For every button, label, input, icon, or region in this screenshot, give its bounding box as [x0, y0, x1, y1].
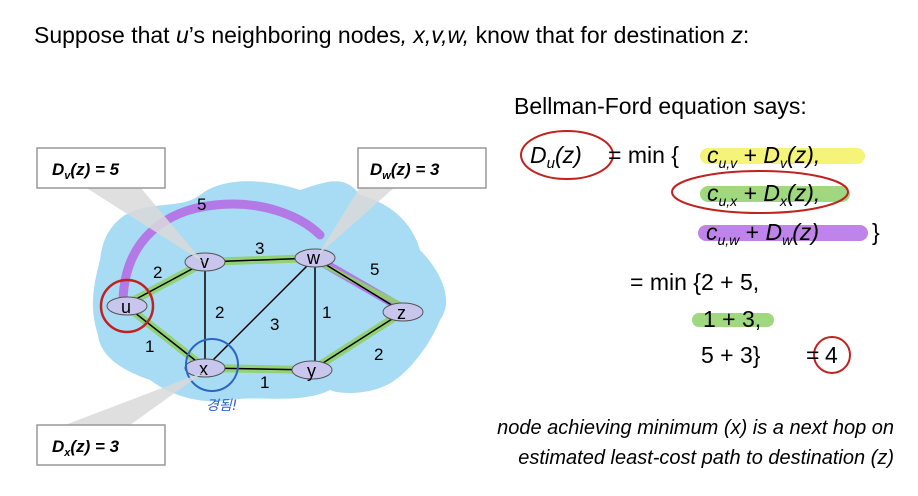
term2-highlight [700, 186, 850, 202]
bf-term3: cu,w + Dw(z) [706, 219, 819, 248]
x-blue-circle [185, 338, 239, 392]
edge-label-uw-arc: 5 [197, 195, 206, 214]
edge-wx [204, 257, 316, 369]
node-w: w [294, 248, 336, 268]
dw-callout-text: Dw(z) = 3 [370, 160, 440, 182]
result-red-circle [813, 336, 851, 374]
bf-title: Bellman-Ford equation says: [514, 93, 807, 119]
dw-callout-wedge [318, 187, 395, 255]
dw-callout-box [357, 147, 487, 189]
dv-callout-box [36, 147, 166, 189]
note-line2: estimated least-cost path to destination… [518, 447, 894, 469]
uv-arc-highlight [118, 199, 325, 305]
bf-lhs: Du(z) [530, 142, 582, 172]
line2-highlight [692, 313, 774, 327]
node-x: x [184, 358, 226, 379]
term3-highlight [698, 225, 868, 241]
svg-text:z: z [397, 303, 406, 323]
bf-term1: cu,v + Dv(z), [707, 142, 820, 171]
svg-text:v: v [200, 252, 209, 272]
dx-callout-wedge [65, 372, 204, 425]
lhs-red-circle [520, 130, 614, 180]
heading: Suppose that u’s neighboring nodes, x,v,… [34, 22, 750, 48]
dv-callout-text: Dv(z) = 5 [52, 160, 120, 182]
term1-highlight [700, 148, 865, 164]
svg-text:w: w [306, 248, 321, 268]
svg-text:x: x [199, 359, 208, 379]
edge-ux [124, 304, 206, 369]
u-red-circle [99, 278, 155, 334]
edge-label-wx: 3 [270, 315, 279, 334]
edge-label-xy: 1 [260, 373, 269, 392]
bf-result: 4 [825, 342, 838, 368]
edge-label-ux: 1 [145, 337, 154, 356]
svg-text:y: y [307, 361, 316, 381]
edge-label-wz: 5 [370, 260, 379, 279]
edge-wz [314, 257, 404, 313]
handwritten-annotation: 경됨! [206, 398, 237, 414]
node-v: v [184, 252, 226, 272]
bf-term2: cu,x + Dx(z), [707, 180, 820, 209]
dx-callout-text: Dx(z) = 3 [52, 437, 120, 459]
term2-red-circle [671, 170, 849, 214]
edge-label-vw: 3 [255, 239, 264, 258]
node-y: y [291, 360, 333, 381]
svg-text:u: u [121, 297, 131, 317]
edge-label-yz: 2 [374, 345, 383, 364]
bf-eq-min: = min { [608, 142, 679, 168]
bf-eq: = [806, 342, 819, 368]
node-u: u [106, 296, 148, 317]
bf-line1: = min {2 + 5, [630, 269, 759, 295]
node-z: z [382, 302, 424, 323]
bf-line2: 1 + 3, [703, 306, 761, 332]
bf-close-brace: } [872, 219, 880, 245]
dx-callout-box [36, 424, 166, 466]
edge-yz [311, 311, 404, 371]
edge-label-uv: 2 [153, 263, 162, 282]
edge-label-vx: 2 [215, 303, 224, 322]
dv-callout-wedge [85, 187, 203, 262]
bf-line3: 5 + 3} [701, 342, 761, 368]
note-line1: node achieving minimum (x) is a next hop… [497, 417, 894, 439]
edge-label-wy: 1 [322, 303, 331, 322]
